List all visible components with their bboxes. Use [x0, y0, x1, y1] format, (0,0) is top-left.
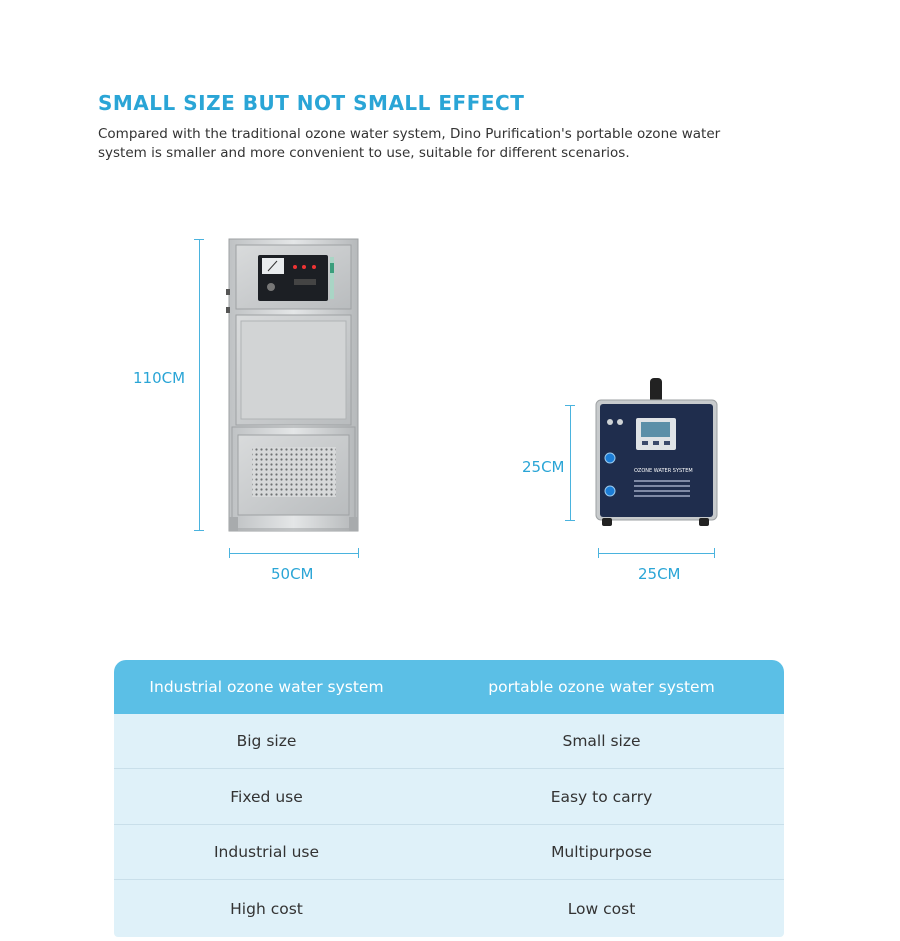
portable-panel-text: OZONE WATER SYSTEM [634, 468, 693, 474]
portable-height-tick-top [565, 405, 575, 406]
industrial-height-tick-bottom [194, 530, 204, 531]
table-cell: Multipurpose [551, 843, 652, 861]
portable-height-tick-bottom [565, 520, 575, 521]
industrial-height-label: 110CM [133, 369, 186, 387]
industrial-width-label: 50CM [271, 565, 314, 583]
industrial-width-line [229, 553, 358, 554]
table-header: Industrial ozone water system portable o… [114, 660, 784, 714]
portable-ozone-system-image: OZONE WATER SYSTEM [595, 378, 718, 526]
header-portable: portable ozone water system [488, 678, 715, 696]
table-cell: Fixed use [230, 787, 303, 806]
header-industrial: Industrial ozone water system [149, 678, 384, 696]
industrial-width-tick-right [358, 548, 359, 558]
comparison-table: Industrial ozone water system portable o… [114, 660, 784, 937]
portable-width-tick-left [598, 548, 599, 558]
portable-width-tick-right [714, 548, 715, 558]
table-row: Big size Small size [114, 714, 784, 769]
table-cell: Big size [236, 732, 297, 750]
table-row: Industrial use Multipurpose [114, 825, 784, 880]
table-row: High cost Low cost [114, 880, 784, 937]
portable-height-line [570, 405, 571, 520]
table-row: Fixed use Easy to carry [114, 769, 784, 825]
section-description: Compared with the traditional ozone wate… [98, 126, 721, 161]
table-cell: Small size [562, 732, 641, 750]
table-cell: High cost [230, 899, 303, 918]
section-title: SMALL SIZE BUT NOT SMALL EFFECT [98, 91, 525, 115]
table-cell: Low cost [567, 899, 636, 918]
industrial-width-tick-left [229, 548, 230, 558]
industrial-height-tick-top [194, 239, 204, 240]
industrial-height-line [199, 239, 200, 530]
portable-width-label: 25CM [638, 565, 681, 583]
industrial-ozone-system-image [226, 238, 359, 532]
portable-width-line [598, 553, 714, 554]
table-cell: Industrial use [213, 843, 320, 861]
portable-height-label: 25CM [522, 458, 565, 476]
table-cell: Easy to carry [550, 787, 653, 806]
